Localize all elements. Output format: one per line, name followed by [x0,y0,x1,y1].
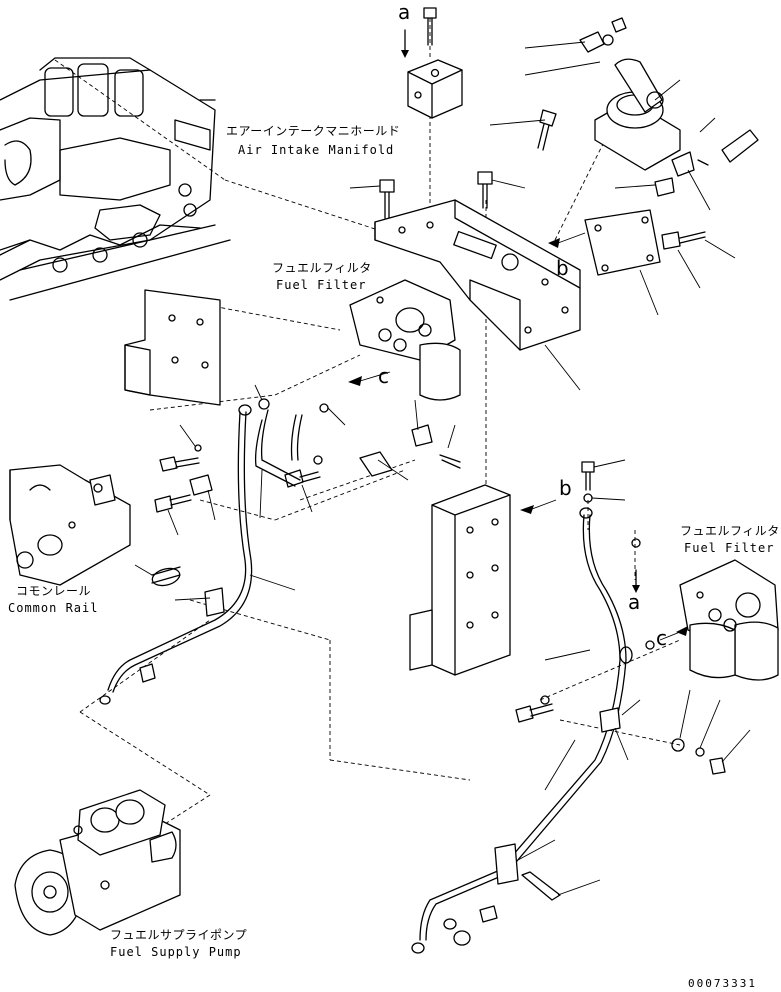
ref-letter-c-right: c [656,626,667,650]
fuel-supply-pump-label-en: Fuel Supply Pump [110,945,242,959]
bolts-upper [379,109,706,250]
fuel-filter-right-label-jp: フュエルフィルタ [680,524,780,538]
air-intake-manifold-drawing [0,57,231,301]
priming-pump [579,17,759,197]
ref-letter-c-left: c [378,364,389,388]
fuel-supply-pump-label-jp: フュエルサプライポンプ [110,928,248,942]
fuel-filter-right-drawing [631,538,779,775]
left-bracket [124,289,221,406]
ref-letter-a-right: a [628,590,641,614]
common-rail-label-jp: コモンレール [16,584,92,598]
assembly-dashed-lines [54,18,681,841]
air-intake-manifold-label-jp: エアーインテークマニホールド [226,124,401,138]
mid-upright-bracket [409,484,557,676]
common-rail-drawing [9,464,131,586]
fuel-filter-right-label-en: Fuel Filter [684,541,775,555]
leader-lines [134,41,751,896]
ref-letter-b-mid: b [559,476,572,500]
fuel-filter-upper-label-jp: フュエルフィルタ [272,261,372,275]
fuel-filter-upper-drawing [348,279,461,401]
fuel-filter-upper-label-en: Fuel Filter [276,278,367,292]
bracket-block-top [401,7,463,119]
fuel-tubes-left [99,404,461,705]
ref-letter-a-top: a [398,0,411,24]
main-bracket-plate [374,199,586,351]
fuel-supply-pump-drawing [14,789,181,936]
drawing-part-number: 00073331 [688,977,757,990]
air-intake-manifold-label-en: Air Intake Manifold [238,143,395,157]
common-rail-label-en: Common Rail [8,601,99,615]
ref-letter-b-upper: b [556,256,569,280]
fuel-tube-right [411,461,633,954]
cover-plate-right [584,209,661,276]
